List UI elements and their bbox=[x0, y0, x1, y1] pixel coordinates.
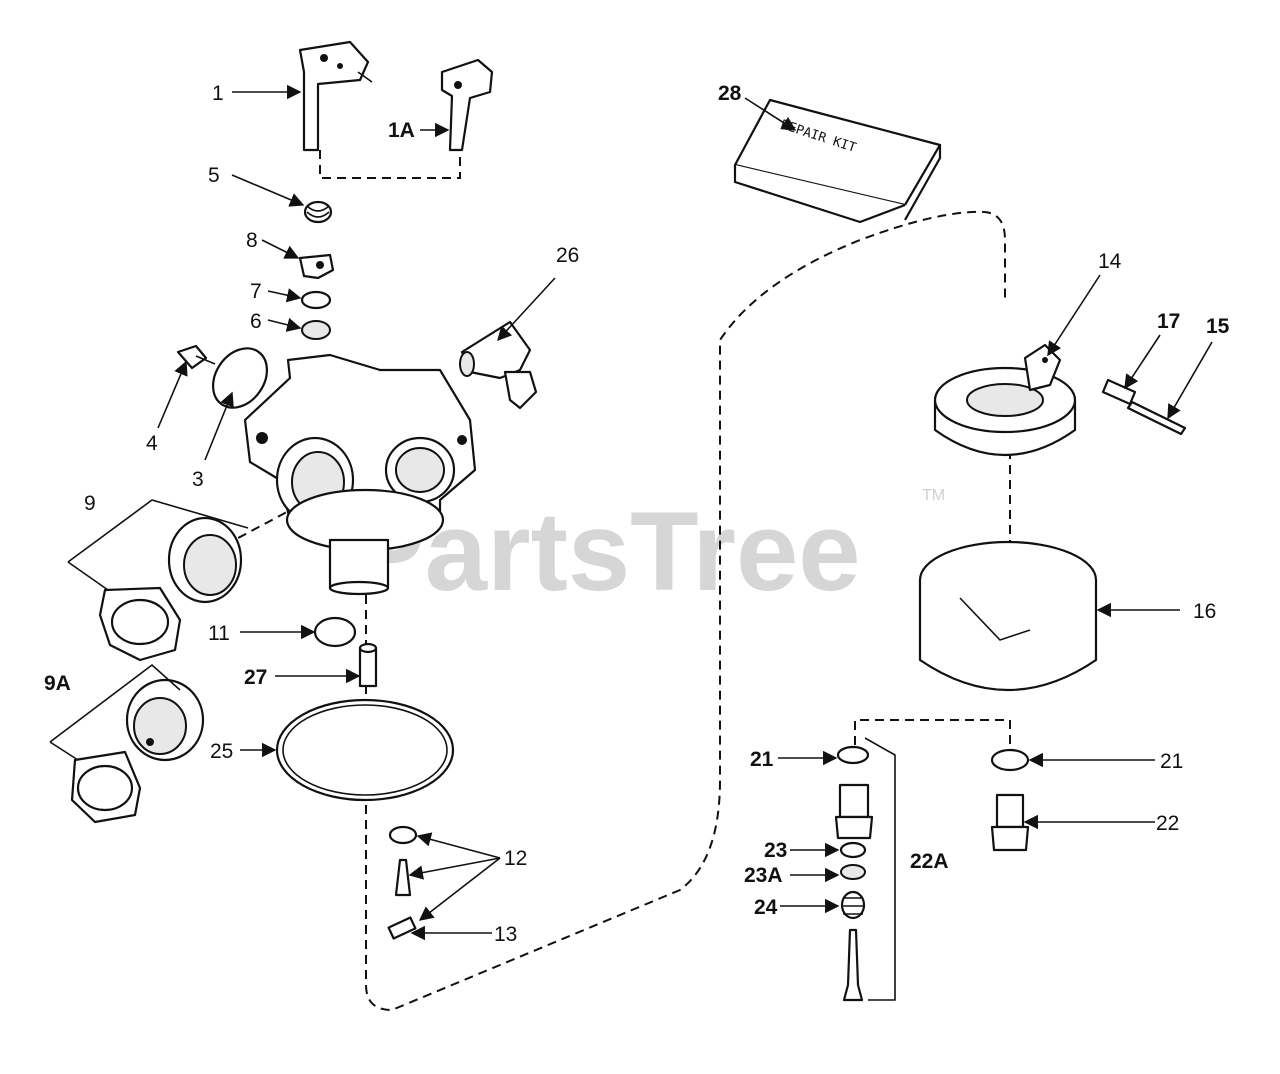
callout-27: 27 bbox=[244, 666, 267, 689]
callout-15: 15 bbox=[1206, 315, 1230, 338]
callout-4: 4 bbox=[146, 432, 158, 455]
callout-9: 9 bbox=[84, 492, 96, 515]
part-22-drain-screw bbox=[990, 793, 1030, 852]
callout-1A: 1A bbox=[388, 119, 415, 142]
part-7-washer bbox=[300, 290, 332, 310]
part-26-fuel-fitting bbox=[459, 320, 538, 410]
part-4-screw bbox=[176, 344, 216, 370]
part-25-gasket bbox=[275, 698, 455, 802]
part-6-seal bbox=[301, 320, 331, 340]
assembly-path-throttle bbox=[319, 150, 461, 179]
part-1-throttle-shaft bbox=[298, 40, 373, 152]
watermark-trademark: TM bbox=[922, 487, 945, 504]
callout-22: 22 bbox=[1156, 812, 1179, 835]
callout-24: 24 bbox=[754, 896, 778, 919]
leader-lines bbox=[49, 84, 1213, 1001]
part-28-repair-kit: REPAIR KIT bbox=[733, 98, 942, 224]
callout-22A: 22A bbox=[910, 850, 949, 873]
callout-14: 14 bbox=[1098, 250, 1122, 273]
callout-11: 11 bbox=[208, 622, 230, 645]
assembly-path-main bbox=[365, 210, 1006, 1012]
callout-23: 23 bbox=[764, 839, 787, 862]
callout-16: 16 bbox=[1193, 600, 1216, 623]
callout-26: 26 bbox=[556, 244, 579, 267]
part-9A-choke-assembly bbox=[70, 678, 205, 824]
part-5-spring bbox=[303, 200, 333, 224]
callout-1: 1 bbox=[212, 82, 224, 105]
part-21-washer-right bbox=[990, 748, 1030, 772]
part-21-washer-left bbox=[836, 745, 870, 765]
callout-7: 7 bbox=[250, 280, 262, 303]
part-9-choke-assembly bbox=[98, 516, 243, 662]
part-11-welch-plug bbox=[313, 616, 357, 648]
callout-21-right: 21 bbox=[1160, 750, 1183, 773]
part-8-lever bbox=[298, 253, 335, 280]
part-23A-seal bbox=[840, 864, 866, 880]
callout-3: 3 bbox=[192, 468, 204, 491]
part-15-pin bbox=[1126, 400, 1187, 436]
part-23-washer bbox=[839, 841, 867, 859]
carburetor-body bbox=[243, 353, 477, 596]
callout-13: 13 bbox=[494, 923, 517, 946]
callout-25: 25 bbox=[210, 740, 233, 763]
callout-6: 6 bbox=[250, 310, 262, 333]
callout-23A: 23A bbox=[744, 864, 783, 887]
callout-21-left: 21 bbox=[750, 748, 774, 771]
callout-8: 8 bbox=[246, 229, 258, 252]
assembly-path-drain bbox=[854, 719, 1011, 745]
callout-17: 17 bbox=[1157, 310, 1180, 333]
part-24-spring bbox=[840, 890, 866, 920]
part-16-float-bowl bbox=[918, 540, 1098, 691]
part-22A-needle bbox=[842, 928, 864, 1002]
part-22A-drain-valve bbox=[834, 783, 874, 840]
part-13-clip bbox=[387, 916, 417, 940]
callout-12: 12 bbox=[504, 847, 527, 870]
callout-5: 5 bbox=[208, 164, 220, 187]
part-27-tube bbox=[358, 642, 378, 688]
part-14-float bbox=[933, 343, 1077, 456]
part-17-spring bbox=[1101, 378, 1137, 406]
callout-9A: 9A bbox=[44, 672, 71, 695]
part-12-needle-assembly bbox=[388, 825, 418, 897]
callout-28: 28 bbox=[718, 82, 742, 105]
part-1A-shaft-assembly bbox=[440, 58, 494, 152]
